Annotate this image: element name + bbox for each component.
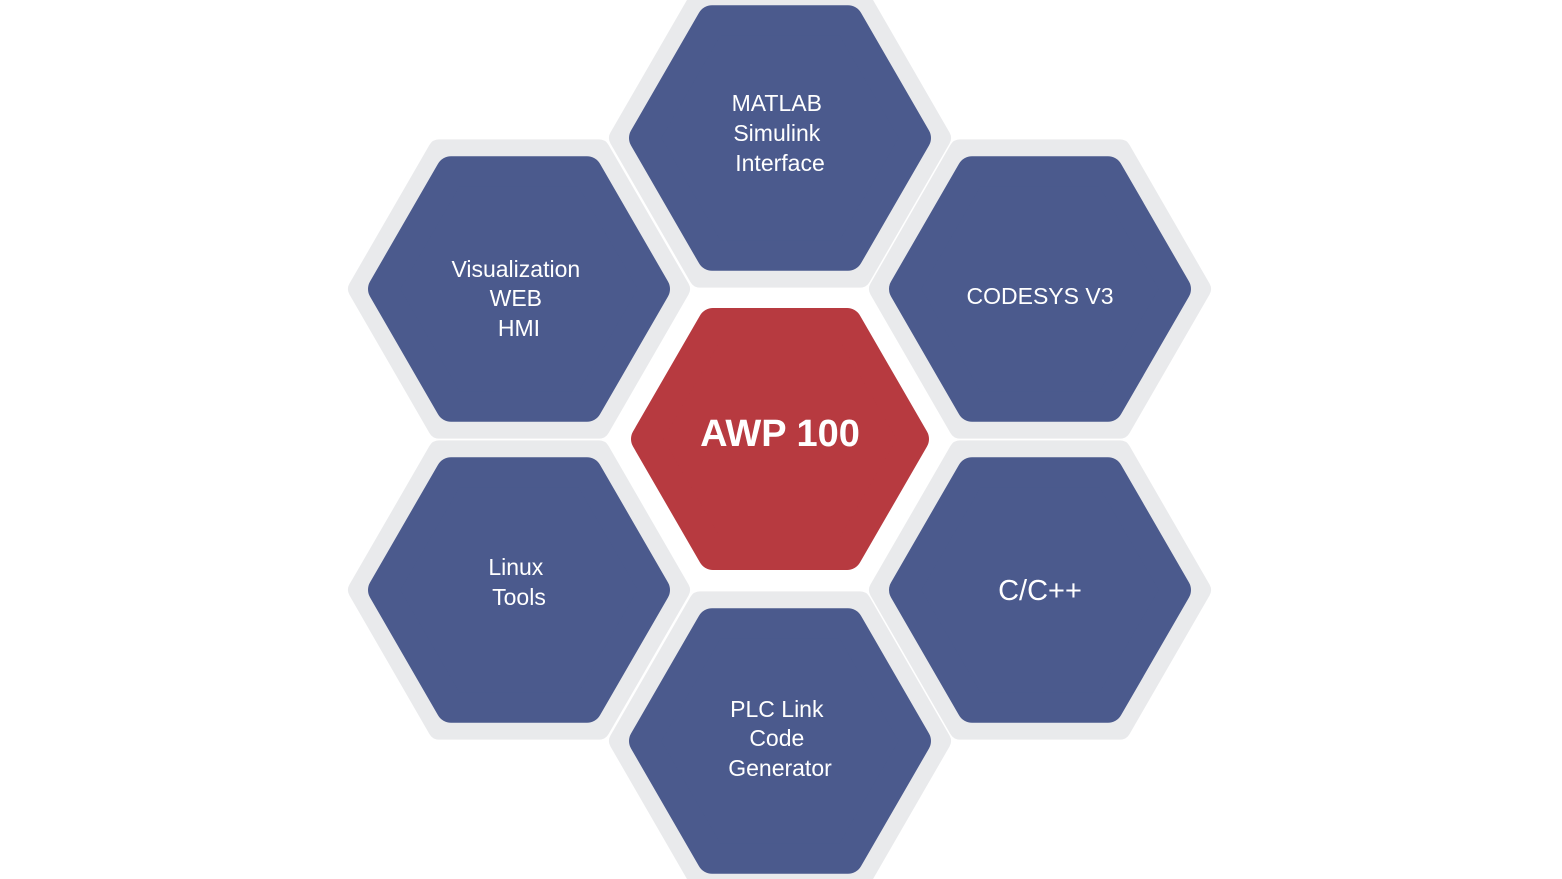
node-visualization: Visualization WEB HMI — [368, 156, 670, 422]
node-codesys: CODESYS V3 — [889, 156, 1191, 422]
label-matlab: MATLAB Simulink Interface — [732, 90, 829, 176]
node-matlab: MATLAB Simulink Interface — [629, 5, 931, 271]
label-linux-line-1: Linux — [488, 554, 543, 580]
hexagon-center — [631, 308, 929, 570]
label-plc-link: PLC Link Code Generator — [728, 696, 832, 781]
hexagon-matlab — [629, 5, 931, 271]
label-linux-line-2: Tools — [492, 584, 546, 610]
label-visualization-line-1: Visualization — [451, 256, 580, 282]
label-matlab-line-1: MATLAB — [732, 90, 822, 116]
hexagon-linux — [368, 457, 670, 723]
label-plc-link-line-2: Code — [749, 725, 804, 751]
hexagon-plc-link — [629, 608, 931, 874]
label-plc-link-line-1: PLC Link — [730, 696, 824, 722]
label-visualization-line-2: WEB — [490, 285, 542, 311]
label-matlab-line-2: Simulink — [733, 120, 820, 146]
node-plc-link: PLC Link Code Generator — [629, 608, 931, 874]
node-linux: Linux Tools — [368, 457, 670, 723]
label-visualization: Visualization WEB HMI — [451, 256, 586, 341]
hexagon-cpp — [889, 457, 1191, 723]
label-linux: Linux Tools — [488, 554, 549, 610]
label-matlab-line-3: Interface — [735, 150, 825, 176]
label-center-line-1: AWP 100 — [700, 413, 860, 455]
node-center: AWP 100 — [631, 308, 929, 570]
label-cpp: C/C++ — [998, 575, 1082, 607]
hexagon-visualization — [368, 156, 670, 422]
hexagon-codesys — [889, 156, 1191, 422]
label-cpp-line-1: C/C++ — [998, 575, 1082, 607]
label-plc-link-line-3: Generator — [728, 755, 832, 781]
label-center: AWP 100 — [700, 413, 860, 455]
label-codesys-line-1: CODESYS V3 — [967, 283, 1114, 309]
label-codesys: CODESYS V3 — [967, 283, 1114, 309]
label-visualization-line-3: HMI — [498, 315, 540, 341]
node-cpp: C/C++ — [889, 457, 1191, 723]
